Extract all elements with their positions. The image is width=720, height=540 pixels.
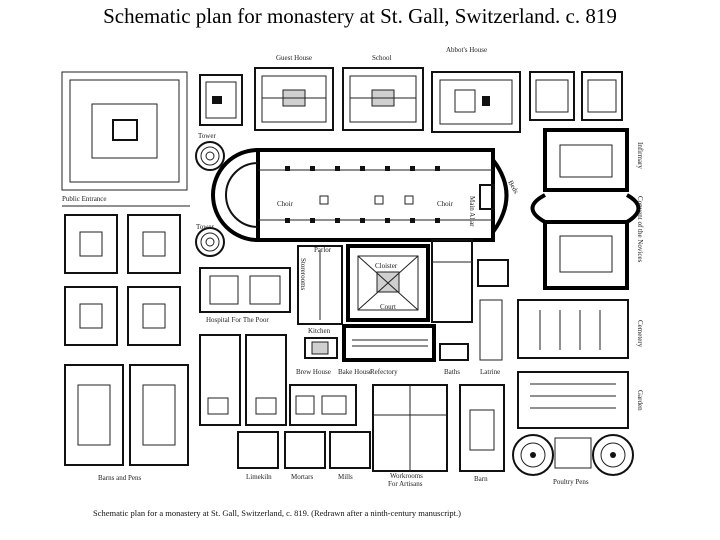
- brew-house-label: Brew House: [296, 368, 331, 376]
- barns-grid: [64, 214, 189, 466]
- workrooms-label: Workrooms: [390, 472, 423, 480]
- page-title: Schematic plan for monastery at St. Gall…: [103, 4, 617, 28]
- cloister: [346, 244, 430, 322]
- school-label: School: [372, 54, 392, 62]
- infirmary-novices: [530, 128, 641, 290]
- refectory: [342, 324, 436, 362]
- court-label: Court: [380, 303, 396, 311]
- latrine-label: Latrine: [480, 368, 500, 376]
- infirmary-label: Infirmary: [636, 142, 644, 169]
- parlor-label: Parlor: [314, 246, 332, 254]
- bottom-row-buildings: [237, 384, 505, 472]
- public-entrance-label: Public Entrance: [62, 195, 107, 203]
- brew-bake-houses: [199, 334, 357, 426]
- choir-west-label: Choir: [277, 200, 294, 208]
- poultry-pens-label: Poultry Pens: [553, 478, 589, 486]
- main-altar-label: Main Altar: [468, 196, 476, 227]
- caption: Schematic plan for a monastery at St. Ga…: [93, 508, 461, 518]
- tower-bottom-label: Tower: [196, 223, 214, 231]
- outer-enclosure: [61, 71, 188, 191]
- mills-label: Mills: [338, 473, 353, 481]
- cemetery-label: Cemetery: [636, 320, 644, 348]
- abbots-house-label: Abbot's House: [446, 46, 487, 54]
- hospital: [199, 267, 291, 313]
- baths-building: [439, 343, 469, 361]
- kitchen-label: Kitchen: [308, 327, 331, 335]
- convent-novices-label: Convent of the Novices: [636, 196, 644, 263]
- garden-label: Garden: [636, 390, 644, 411]
- cemetery-garden: [517, 299, 629, 429]
- bake-house-label: Bake House: [338, 368, 372, 376]
- guest-house: [199, 67, 334, 131]
- storerooms: [297, 245, 343, 325]
- barns-pens-label: Barns and Pens: [98, 474, 141, 482]
- top-right-buildings: [529, 71, 623, 121]
- tower-top: [195, 141, 225, 171]
- cloister-label: Cloister: [375, 262, 398, 270]
- cloister-east-rooms: [431, 239, 509, 361]
- hospital-label: Hospital For The Poor: [206, 316, 269, 324]
- church: [211, 148, 509, 242]
- storerooms-label: Storerooms: [299, 258, 307, 291]
- refectory-label: Refectory: [370, 368, 398, 376]
- kitchen: [304, 337, 338, 359]
- for-artisans-label: For Artisans: [388, 480, 423, 488]
- school: [342, 67, 424, 131]
- abbots-house: [431, 71, 521, 133]
- guest-house-label: Guest House: [276, 54, 312, 62]
- tower-top-label: Tower: [198, 132, 216, 140]
- limekiln-label: Limekiln: [246, 473, 272, 481]
- mortars-label: Mortars: [291, 473, 313, 481]
- poultry-pens: [512, 434, 634, 476]
- baths-label: Baths: [444, 368, 460, 376]
- tower-bottom: [195, 227, 225, 257]
- choir-east-label: Choir: [437, 200, 454, 208]
- barn-label: Barn: [474, 475, 488, 483]
